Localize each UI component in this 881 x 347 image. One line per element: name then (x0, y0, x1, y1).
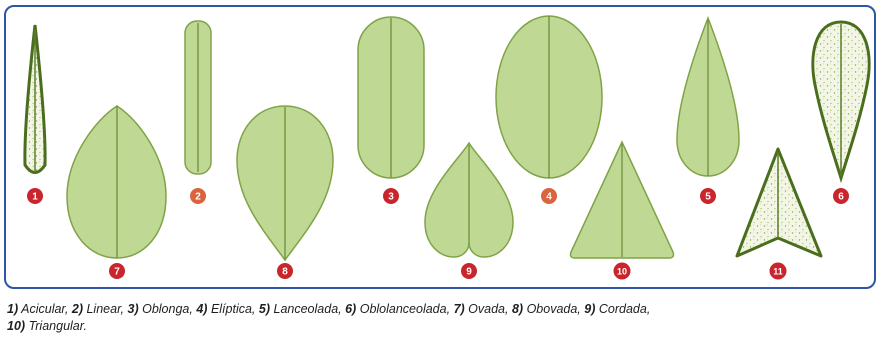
badge-2: 2 (190, 188, 206, 204)
badge-7: 7 (109, 263, 125, 279)
leaf-lanceolada (677, 18, 739, 176)
leaf-eliptica (496, 16, 602, 178)
caption-name-10: Triangular. (29, 319, 87, 333)
badge-8: 8 (277, 263, 293, 279)
svg-text:6: 6 (838, 192, 844, 203)
badge-4: 4 (541, 188, 557, 204)
svg-text:11: 11 (773, 267, 783, 277)
svg-text:3: 3 (388, 192, 394, 203)
leaf-eleven (737, 149, 821, 256)
leaf-acicular (25, 25, 45, 173)
svg-text:7: 7 (114, 267, 120, 278)
badge-5: 5 (700, 188, 716, 204)
leaf-linear (185, 21, 211, 174)
caption-num-1: 1) (7, 302, 18, 316)
svg-text:4: 4 (546, 192, 552, 203)
svg-text:1: 1 (32, 192, 38, 203)
caption-num-3: 3) (128, 302, 139, 316)
caption-num-10: 10) (7, 319, 25, 333)
badge-10: 10 (614, 263, 631, 280)
leaf-oblolanceolada (813, 22, 869, 178)
badge-11: 11 (770, 263, 787, 280)
caption-num-4: 4) (196, 302, 207, 316)
caption-name-4: Elíptica, (211, 302, 255, 316)
caption-num-7: 7) (454, 302, 465, 316)
leaf-oblonga (358, 17, 424, 178)
caption-name-9: Cordada, (599, 302, 650, 316)
caption-num-2: 2) (72, 302, 83, 316)
badge-9: 9 (461, 263, 477, 279)
leaf-ovada (67, 106, 166, 258)
leaf-eleven-blade (737, 149, 821, 256)
leaf-cordada (425, 143, 513, 257)
caption-name-3: Oblonga, (142, 302, 193, 316)
caption-name-2: Linear, (86, 302, 124, 316)
figure-caption: 1) Acicular, 2) Linear, 3) Oblonga, 4) E… (7, 301, 881, 335)
caption-name-6: Oblolanceolada, (360, 302, 450, 316)
caption-num-9: 9) (584, 302, 595, 316)
svg-text:2: 2 (195, 192, 201, 203)
svg-text:9: 9 (466, 267, 472, 278)
caption-name-8: Obovada, (527, 302, 581, 316)
caption-num-6: 6) (345, 302, 356, 316)
caption-name-7: Ovada, (468, 302, 508, 316)
badge-1: 1 (27, 188, 43, 204)
badge-6: 6 (833, 188, 849, 204)
svg-text:10: 10 (617, 267, 627, 277)
caption-name-5: Lanceolada, (274, 302, 342, 316)
badge-3: 3 (383, 188, 399, 204)
leaf-triangular (571, 142, 674, 258)
caption-num-5: 5) (259, 302, 270, 316)
caption-num-8: 8) (512, 302, 523, 316)
svg-text:8: 8 (282, 267, 288, 278)
svg-text:5: 5 (705, 192, 711, 203)
caption-name-1: Acicular, (21, 302, 68, 316)
leaf-obovada (237, 106, 333, 260)
